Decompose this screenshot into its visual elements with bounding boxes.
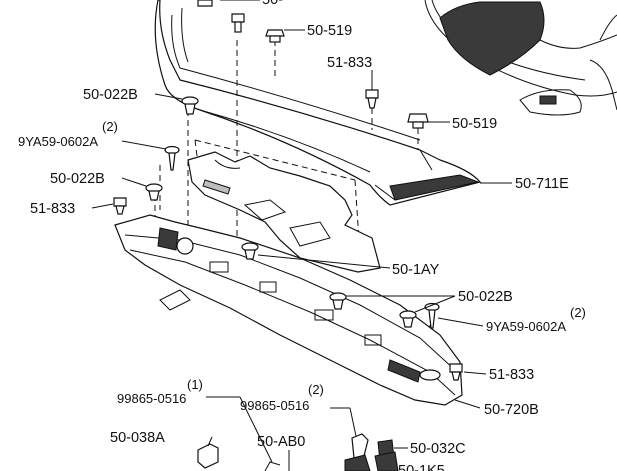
upper-grille-cover: [154, 0, 482, 206]
lower-bracket: [114, 214, 463, 406]
label-50-top-cut: 50-: [262, 0, 283, 8]
label-50-038A: 50-038A: [110, 430, 165, 446]
label-50-1AY: 50-1AY: [392, 262, 440, 278]
push-clip-50-022B-c1-icon: [329, 292, 347, 310]
label-99865-a: 99865-0516: [117, 391, 186, 406]
push-clip-50-022B-a-icon: [181, 96, 199, 115]
label-50-022B-b: 50-022B: [50, 171, 105, 187]
label-99865-a-qty: (1): [187, 377, 203, 392]
leader-lines: [91, 0, 512, 471]
clip-50-519-top-icon: [265, 29, 285, 43]
push-clip-bracket-icon: [241, 242, 259, 260]
label-99865-b-qty: (2): [308, 382, 324, 397]
label-50-720B: 50-720B: [484, 402, 539, 418]
label-50-032C: 50-032C: [410, 441, 466, 457]
part-labels: 50- 50-519 51-833 50-022B 50-519 (2) 9YA…: [18, 0, 586, 471]
screw-top-left-icon: [231, 13, 245, 33]
screw-9YA-right-icon: [424, 302, 440, 329]
label-50-519-mid: 50-519: [452, 116, 497, 132]
clip-51-833-top-icon: [365, 89, 379, 109]
label-50-1K5: 50-1K5: [398, 463, 445, 471]
label-51-833-top: 51-833: [327, 55, 372, 71]
label-9YA-right-qty: (2): [570, 305, 586, 320]
screw-9YA-left-icon: [164, 145, 180, 171]
push-clip-50-022B-b-icon: [145, 183, 163, 201]
label-9YA-right: 9YA59-0602A: [486, 319, 566, 334]
label-50-711E: 50-711E: [515, 176, 569, 192]
clip-51-833-left-icon: [113, 197, 127, 215]
label-51-833-left: 51-833: [30, 201, 75, 217]
clip-51-833-right-icon: [449, 363, 463, 381]
label-51-833-right: 51-833: [489, 367, 534, 383]
shield-plate: [187, 151, 381, 273]
label-99865-b: 99865-0516: [240, 398, 309, 413]
label-50-519-top: 50-519: [307, 23, 352, 39]
clip-top-corner-icon: [197, 0, 213, 7]
label-9YA-left: 9YA59-0602A: [18, 134, 98, 149]
fasteners: [113, 0, 463, 381]
label-50-022B-a: 50-022B: [83, 87, 138, 103]
bottom-small-parts: [197, 433, 399, 471]
car-front-inset: [424, 0, 617, 116]
label-50-AB0: 50-AB0: [257, 434, 305, 450]
clip-50-519-mid-icon: [407, 113, 429, 129]
label-9YA-left-qty: (2): [102, 119, 118, 134]
label-50-022B-c: 50-022B: [458, 289, 513, 305]
push-clip-50-022B-c2-icon: [399, 310, 417, 328]
